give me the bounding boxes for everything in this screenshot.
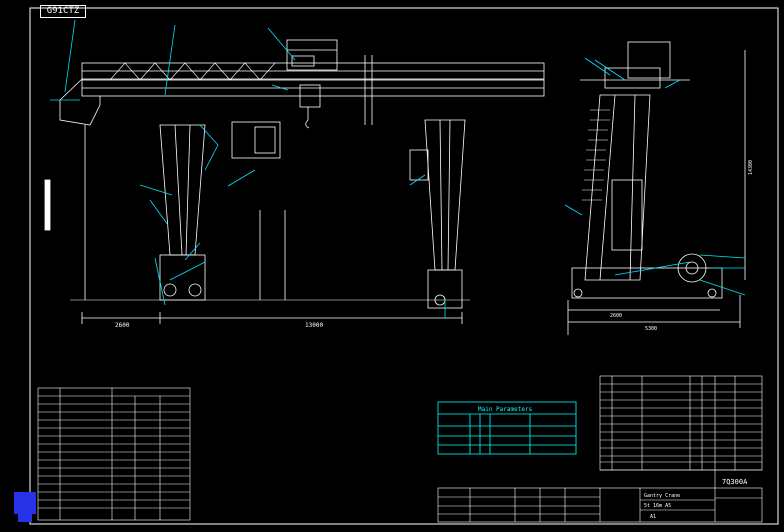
front-elevation xyxy=(44,39,545,324)
side-leaders xyxy=(564,57,746,296)
ucs-icon[interactable] xyxy=(14,492,36,522)
side-leg xyxy=(584,94,651,281)
dim-side-1: 2600 xyxy=(610,313,622,319)
parameter-table xyxy=(37,387,191,521)
left-bogie xyxy=(159,254,206,301)
side-elevation xyxy=(567,41,746,335)
side-trolley xyxy=(627,41,671,79)
bill-of-materials xyxy=(599,375,763,471)
hook xyxy=(305,107,310,129)
drawing-number: 7Q300A xyxy=(722,478,748,486)
cyan-parameter-table xyxy=(437,401,577,455)
trolley xyxy=(286,39,338,71)
right-leg xyxy=(424,119,466,271)
side-wheel xyxy=(677,253,707,283)
girder-truss xyxy=(109,62,276,81)
title-sheet: A1 xyxy=(650,514,656,520)
cyan-table-title: Main Parameters xyxy=(478,406,533,413)
side-base xyxy=(571,267,723,299)
front-leaders xyxy=(50,19,446,318)
dim-side-height: 14300 xyxy=(748,160,754,175)
left-leg xyxy=(159,124,206,256)
title-spec: 5t 16m A5 xyxy=(644,503,671,509)
dim-main-span: 13000 xyxy=(305,322,323,329)
title-block xyxy=(437,469,763,523)
dim-left-span: 2600 xyxy=(115,322,130,329)
drawing-tab-label[interactable]: G91CTZ xyxy=(40,5,86,18)
operator-cab xyxy=(231,121,281,159)
title-name: Gantry Crane xyxy=(644,493,680,499)
dim-side-2: 5300 xyxy=(645,326,657,332)
